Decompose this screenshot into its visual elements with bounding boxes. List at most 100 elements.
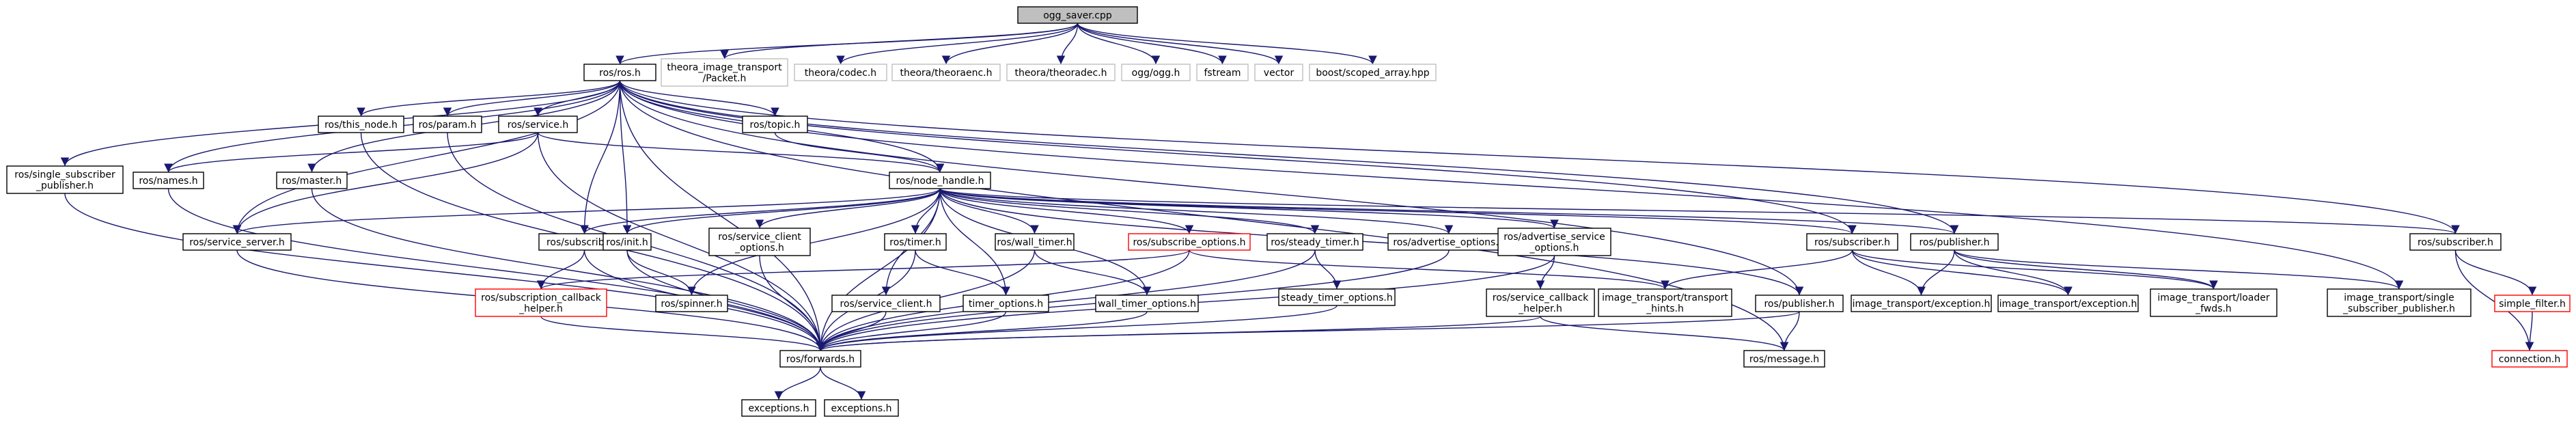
graph-node-it-single-sub-pub[interactable]: image_transport/single_subscriber_publis… <box>2327 288 2471 317</box>
graph-node-exceptions-a[interactable]: exceptions.h <box>741 399 816 417</box>
edge-ros-ros-to-service-server <box>232 80 621 234</box>
graph-node-service-client-options[interactable]: ros/service_client_options.h <box>708 228 811 256</box>
graph-node-master[interactable]: ros/master.h <box>276 172 348 189</box>
node-box <box>1910 233 1999 251</box>
graph-node-theora-packet[interactable]: theora_image_transport/Packet.h <box>661 58 788 87</box>
node-label: ros/names.h <box>139 176 197 187</box>
graph-node-advertise-options[interactable]: ros/advertise_options.h <box>1387 233 1510 251</box>
graph-node-theora-enc[interactable]: theora/theoraenc.h <box>891 64 1001 81</box>
node-box <box>276 172 348 189</box>
graph-node-spinner[interactable]: ros/spinner.h <box>655 295 728 312</box>
node-label: ros/message.h <box>1749 354 1819 365</box>
node-box <box>1486 288 1595 317</box>
graph-node-simple-filter[interactable]: simple_filter.h <box>2494 295 2571 312</box>
graph-node-root[interactable]: ogg_saver.cpp <box>1017 6 1138 24</box>
graph-node-single-sub-pub[interactable]: ros/single_subscriber_publisher.h <box>6 165 124 194</box>
graph-node-steady-timer[interactable]: ros/steady_timer.h <box>1266 233 1363 251</box>
graph-node-theora-codec[interactable]: theora/codec.h <box>794 64 887 81</box>
graph-node-service[interactable]: ros/service.h <box>498 115 578 133</box>
graph-node-publisher-b[interactable]: ros/publisher.h <box>1910 233 1999 251</box>
node-box <box>742 115 808 133</box>
graph-node-subscribe-options[interactable]: ros/subscribe_options.h <box>1128 233 1251 251</box>
node-label: _helper.h <box>1518 303 1562 314</box>
edge-node-handle-to-subscribe-options <box>939 188 1194 234</box>
node-label: ros/topic.h <box>750 120 801 131</box>
graph-node-service-client[interactable]: ros/service_client.h <box>831 295 941 312</box>
edge-node-handle-to-subscriber-a <box>580 188 941 234</box>
node-label: ros/service_client.h <box>840 299 932 310</box>
node-label: _subscriber_publisher.h <box>2342 303 2455 314</box>
node-label: image_transport/exception.h <box>1853 299 1991 310</box>
node-box <box>6 165 124 194</box>
node-box <box>1755 295 1844 312</box>
edge-ros-ros-to-param <box>443 80 621 117</box>
graph-node-vector[interactable]: vector <box>1254 64 1303 81</box>
node-label: _options.h <box>734 243 784 254</box>
graph-node-this-node[interactable]: ros/this_node.h <box>318 115 404 133</box>
edge-node-handle-to-service-server <box>233 188 941 234</box>
graph-node-param[interactable]: ros/param.h <box>413 115 482 133</box>
graph-node-timer[interactable]: ros/timer.h <box>884 233 947 251</box>
graph-node-subscriber-b[interactable]: ros/subscriber.h <box>1806 233 1898 251</box>
graph-node-exception-a[interactable]: image_transport/exception.h <box>1851 295 1992 312</box>
node-box <box>1806 233 1898 251</box>
graph-node-scoped-array[interactable]: boost/scoped_array.hpp <box>1309 64 1437 81</box>
graph-node-forwards[interactable]: ros/forwards.h <box>779 350 861 368</box>
graph-node-fstream[interactable]: fstream <box>1196 64 1249 81</box>
graph-node-advertise-service-options[interactable]: ros/advertise_service_options.h <box>1497 228 1611 256</box>
graph-node-subscriber-c[interactable]: ros/subscriber.h <box>2409 233 2502 251</box>
edge-node-handle-to-init <box>622 188 941 234</box>
graph-node-loader-fwds[interactable]: image_transport/loader_fwds.h <box>2150 288 2277 317</box>
node-label: ros/init.h <box>606 237 648 248</box>
node-box <box>498 115 578 133</box>
node-box <box>655 295 728 312</box>
graph-node-ogg[interactable]: ogg/ogg.h <box>1121 64 1191 81</box>
node-label: vector <box>1264 68 1294 79</box>
node-label: exceptions.h <box>748 403 809 414</box>
node-box <box>708 228 811 256</box>
graph-node-steady-timer-options[interactable]: steady_timer_options.h <box>1278 288 1396 306</box>
edge-service-to-forwards <box>537 132 825 351</box>
node-box <box>583 64 656 81</box>
node-label: _publisher.h <box>36 180 94 191</box>
edge-init-to-spinner <box>626 249 696 296</box>
node-label: /Packet.h <box>703 73 747 84</box>
graph-node-wall-timer-options[interactable]: wall_timer_options.h <box>1095 295 1199 312</box>
node-label: theora/theoraenc.h <box>900 68 993 79</box>
node-label: ros/single_subscriber <box>14 169 115 180</box>
edge-subscriber-b-to-exception-b <box>1851 249 2073 296</box>
node-box <box>779 350 861 368</box>
graph-node-topic[interactable]: ros/topic.h <box>742 115 808 133</box>
node-box <box>1278 288 1396 306</box>
graph-node-service-callback-helper[interactable]: ros/service_callback_helper.h <box>1486 288 1595 317</box>
graph-node-theora-dec[interactable]: theora/theoradec.h <box>1006 64 1116 81</box>
graph-node-exception-b[interactable]: image_transport/exception.h <box>1997 295 2139 312</box>
graph-node-names[interactable]: ros/names.h <box>133 172 204 189</box>
graph-node-node-handle[interactable]: ros/node_handle.h <box>889 172 991 189</box>
graph-node-subscription-callback-helper[interactable]: ros/subscription_callback_helper.h <box>475 288 607 317</box>
edge-service-callback-helper-to-message <box>1540 316 1789 351</box>
node-label: timer_options.h <box>969 299 1043 310</box>
graph-node-timer-options[interactable]: timer_options.h <box>962 295 1049 312</box>
edge-ros-ros-to-subscriber-a <box>580 80 621 234</box>
node-box <box>794 64 887 81</box>
graph-node-ros-ros[interactable]: ros/ros.h <box>583 64 656 81</box>
graph-node-publisher-a[interactable]: ros/publisher.h <box>1755 295 1844 312</box>
graph-node-message[interactable]: ros/message.h <box>1743 350 1825 368</box>
edge-advertise-service-options-to-service-callback-helper <box>1536 255 1555 290</box>
node-label: image_transport/single <box>2344 292 2454 303</box>
edge-ros-ros-to-service <box>534 80 621 117</box>
graph-node-connection[interactable]: connection.h <box>2491 350 2568 368</box>
edge-ros-ros-to-it-single-sub-pub <box>619 80 2404 290</box>
node-label: ros/master.h <box>282 176 342 187</box>
edge-subscribe-options-to-subscription-callback-helper <box>537 249 1190 290</box>
graph-node-exceptions-b[interactable]: exceptions.h <box>824 399 899 417</box>
node-label: ros/subscriber.h <box>1814 237 1890 248</box>
edge-forwards-to-exceptions-a <box>774 366 821 400</box>
node-label: ros/service_callback <box>1493 292 1589 303</box>
graph-node-wall-timer[interactable]: ros/wall_timer.h <box>995 233 1075 251</box>
graph-node-init[interactable]: ros/init.h <box>603 233 652 251</box>
edge-service-client-options-to-forwards <box>759 255 825 351</box>
graph-node-transport-hints[interactable]: image_transport/transport_hints.h <box>1598 288 1732 317</box>
graph-node-service-server[interactable]: ros/service_server.h <box>182 233 292 251</box>
